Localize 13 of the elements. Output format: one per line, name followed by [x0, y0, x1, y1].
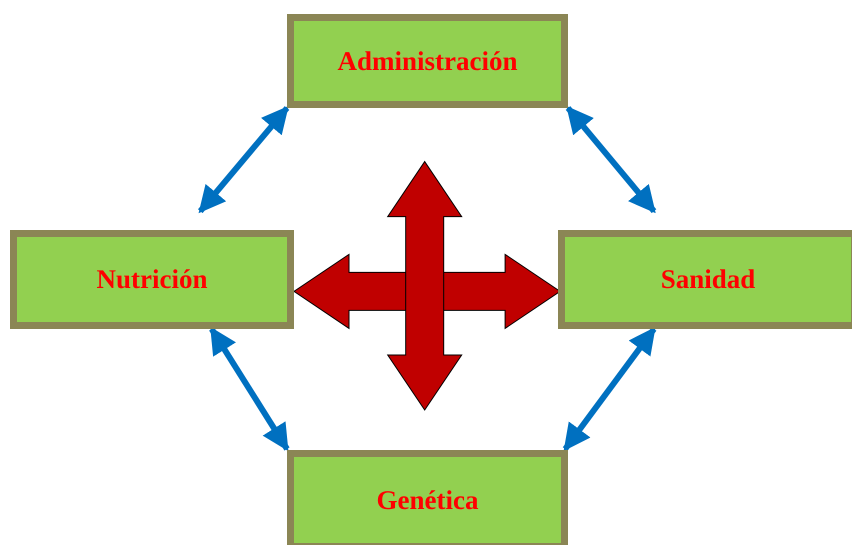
double-arrow: [562, 326, 656, 452]
topic-box: [10, 230, 294, 329]
block-arrow: [386, 160, 463, 411]
topic-label: Sanidad: [660, 264, 756, 295]
double-arrow: [209, 326, 290, 452]
double-arrow: [198, 106, 290, 214]
topic-box: [287, 14, 568, 108]
topic-label: Nutrición: [96, 264, 208, 295]
double-arrow: [566, 106, 656, 214]
topic-label: Administración: [337, 46, 518, 76]
topic-box: [558, 230, 852, 329]
topic-label: Genética: [376, 484, 478, 516]
topic-box: [287, 450, 568, 545]
